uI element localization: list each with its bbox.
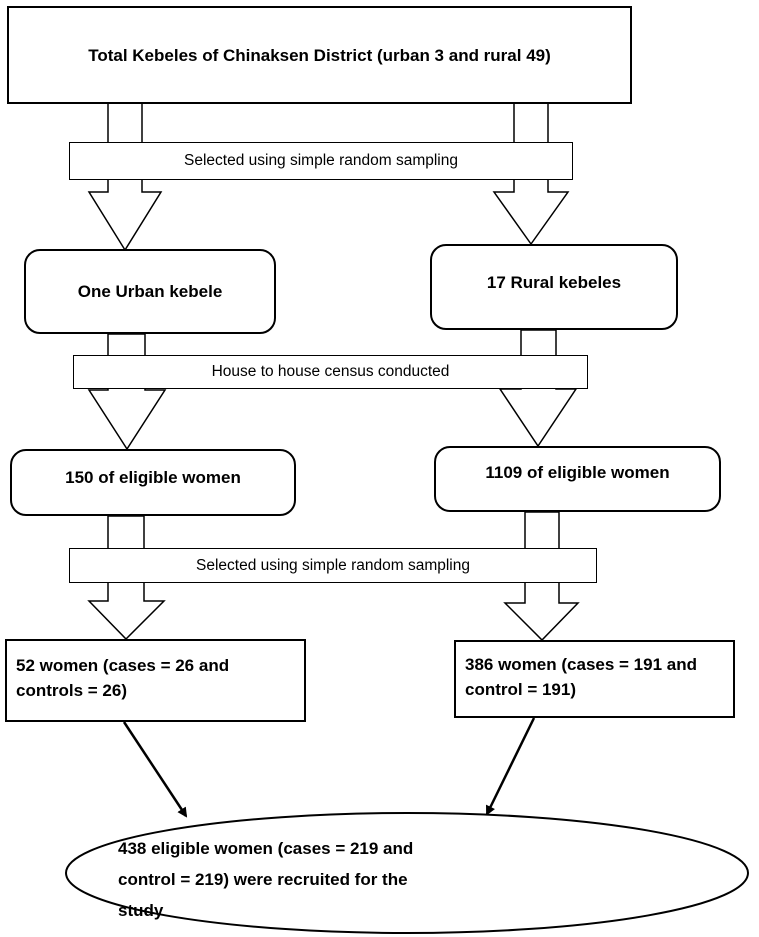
urban-eligible-box: 150 of eligible women	[10, 449, 296, 516]
rural-eligible-box: 1109 of eligible women	[434, 446, 721, 512]
urban-sample-box: 52 women (cases = 26 and controls = 26)	[5, 639, 306, 722]
census-step-label: House to house census conducted	[211, 363, 450, 380]
rural-kebeles-label: 17 Rural kebeles	[486, 273, 622, 292]
urban-eligible-label: 150 of eligible women	[65, 468, 241, 487]
rural-kebeles-box: 17 Rural kebeles	[430, 244, 678, 330]
urban-kebele-box: One Urban kebele	[24, 249, 276, 334]
urban-sample-label: 52 women (cases = 26 and controls = 26)	[16, 656, 230, 700]
sampling-step-band-2: Selected using simple random sampling	[69, 548, 597, 583]
final-ellipse	[65, 812, 749, 934]
arrow-rural-to-final	[485, 717, 536, 816]
total-kebeles-box: Total Kebeles of Chinaksen District (urb…	[7, 6, 632, 104]
arrow-urban-to-final	[122, 721, 188, 818]
total-kebeles-label: Total Kebeles of Chinaksen District (urb…	[88, 45, 551, 65]
census-step-band: House to house census conducted	[73, 355, 588, 389]
sampling-step-label-2: Selected using simple random sampling	[196, 556, 470, 574]
sampling-step-label-1: Selected using simple random sampling	[184, 152, 458, 169]
hollow-arrow-left-2	[87, 333, 167, 451]
sampling-step-band-1: Selected using simple random sampling	[69, 142, 573, 180]
urban-kebele-label: One Urban kebele	[77, 282, 223, 301]
rural-sample-box: 386 women (cases = 191 and control = 191…	[454, 640, 735, 718]
final-sample-label: 438 eligible women (cases = 219 and cont…	[118, 839, 414, 920]
rural-eligible-label: 1109 of eligible women	[485, 463, 670, 482]
rural-sample-label: 386 women (cases = 191 and control = 191…	[465, 655, 697, 699]
